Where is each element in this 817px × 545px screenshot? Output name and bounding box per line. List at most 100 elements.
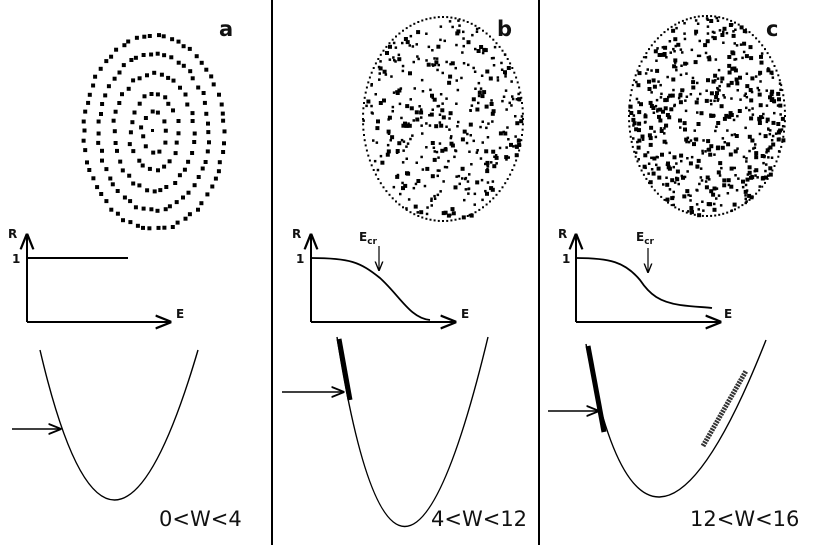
scatter-dot (727, 55, 732, 59)
scatter-dot (647, 162, 651, 165)
scatter-dot (672, 190, 675, 194)
scatter-dot (491, 180, 495, 183)
scatter-dot (176, 39, 181, 44)
scatter-dot (421, 132, 424, 135)
scatter-dot (438, 142, 442, 145)
scatter-dot (379, 53, 382, 56)
scatter-dot (710, 102, 713, 106)
scatter-dot (447, 159, 450, 163)
scatter-dot (457, 120, 460, 124)
scatter-dot (648, 180, 653, 185)
scatter-dot (446, 213, 451, 218)
scatter-dot (385, 190, 388, 193)
scatter-dot (709, 99, 713, 102)
scatter-dot (784, 115, 786, 117)
scatter-dot (683, 175, 687, 179)
scatter-dot (173, 181, 178, 185)
scatter-dot (763, 155, 766, 159)
scatter-dot (402, 140, 406, 143)
scatter-dot (87, 168, 92, 172)
regime-label-a: 0<W<4 (159, 507, 242, 531)
scatter-dot (637, 128, 641, 133)
scatter-dot (108, 176, 113, 181)
scatter-dot (436, 193, 440, 197)
scatter-dot (388, 44, 392, 49)
scatter-dot (743, 189, 748, 194)
scatter-dot (482, 47, 487, 52)
scatter-dot (518, 98, 521, 102)
scatter-dot (716, 99, 719, 102)
scatter-dot (485, 203, 488, 206)
scatter-dot (455, 102, 458, 105)
scatter-dot (716, 86, 719, 90)
scatter-dot (674, 44, 677, 48)
scatter-dot (445, 97, 448, 100)
scatter-dot (503, 70, 507, 75)
scatter-dot (210, 184, 215, 189)
scatter-dot (771, 60, 774, 63)
scatter-dot (675, 162, 678, 165)
scatter-dot (423, 184, 427, 188)
scatter-dot (696, 111, 699, 114)
scatter-dot (521, 134, 523, 136)
scatter-dot (511, 95, 514, 98)
scatter-dot (376, 119, 380, 124)
scatter-dot (655, 155, 659, 159)
scatter-dot (782, 94, 785, 97)
scatter-dot (743, 94, 746, 97)
scatter-dot (709, 144, 714, 149)
scatter-dot (100, 102, 105, 106)
scatter-dot (363, 96, 366, 99)
scatter-dot (446, 16, 449, 19)
scatter-dot (392, 91, 396, 94)
scatter-dot (407, 122, 410, 125)
scatter-dot (733, 133, 736, 136)
scatter-dot (151, 150, 156, 155)
scatter-dot (726, 129, 729, 132)
scatter-dot (699, 111, 704, 116)
scatter-dot (726, 211, 729, 214)
scatter-dot (83, 109, 88, 114)
scatter-dot (754, 151, 759, 156)
scatter-dot (685, 211, 688, 214)
scatter-dot (141, 134, 146, 139)
scatter-dot (511, 169, 514, 171)
scatter-dot (378, 66, 383, 71)
scatter-dot (737, 206, 740, 209)
scatter-dot (120, 168, 125, 173)
scatter-dot (484, 189, 487, 193)
scatter-dot (681, 51, 684, 54)
scatter-dot (701, 152, 704, 155)
scatter-dot (442, 16, 444, 18)
scatter-dot (186, 190, 191, 195)
scatter-dot (770, 156, 774, 159)
scatter-dot (693, 16, 696, 19)
scatter-dot (431, 49, 434, 52)
scatter-dot (484, 162, 487, 166)
scatter-dot (694, 100, 699, 105)
scatter-dot (689, 139, 693, 142)
scatter-dot (131, 149, 136, 154)
scatter-dot (688, 161, 693, 166)
scatter-dot (480, 178, 484, 182)
scatter-dot (406, 142, 410, 145)
scatter-dot (638, 165, 641, 167)
scatter-dot (715, 146, 720, 151)
scatter-dot (745, 160, 748, 163)
scatter-dot (456, 125, 459, 128)
scatter-dot (665, 113, 670, 117)
scatter-dot (650, 69, 653, 72)
scatter-dot (648, 100, 653, 105)
scatter-dot (461, 177, 464, 180)
scatter-dot (635, 80, 638, 84)
scatter-dot (438, 121, 442, 124)
scatter-dot (756, 176, 759, 179)
scatter-dot (435, 57, 439, 60)
scatter-dot (734, 77, 739, 82)
scatter-dot (496, 79, 500, 82)
scatter-dot (634, 127, 639, 132)
scatter-dot (468, 122, 473, 127)
scatter-dot (430, 141, 435, 145)
scatter-dot (505, 146, 508, 149)
scatter-dot (679, 126, 682, 129)
